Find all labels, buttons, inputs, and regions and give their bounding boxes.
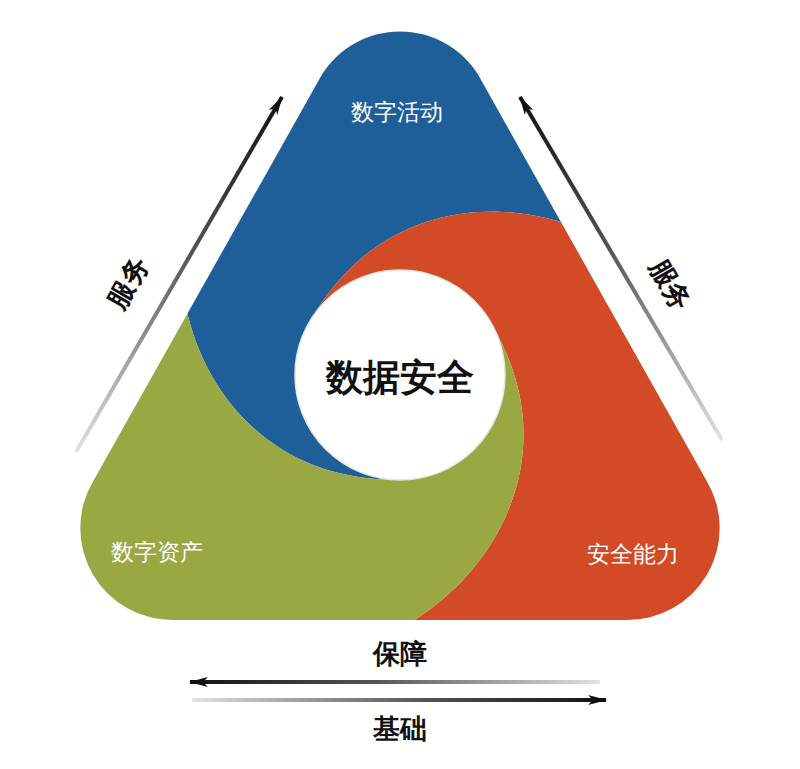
support-arrow [190, 680, 600, 684]
foundation-arrow [192, 698, 606, 702]
segment-label: 安全能力 [587, 541, 679, 569]
capability-segment-fill [290, 212, 740, 625]
segment-label: 数字资产 [111, 539, 203, 567]
edge-label: 服务 [641, 251, 699, 319]
edge-label: 服务 [99, 249, 157, 317]
center-circle: 数据安全 [293, 268, 507, 482]
edge-label: 保障 [370, 638, 430, 670]
asset-segment-fill [75, 285, 523, 625]
center-circle-fill [295, 270, 505, 480]
segment-label: 数字活动 [351, 99, 443, 127]
edge-label: 基础 [370, 713, 430, 745]
center-title: 数据安全 [326, 356, 474, 400]
